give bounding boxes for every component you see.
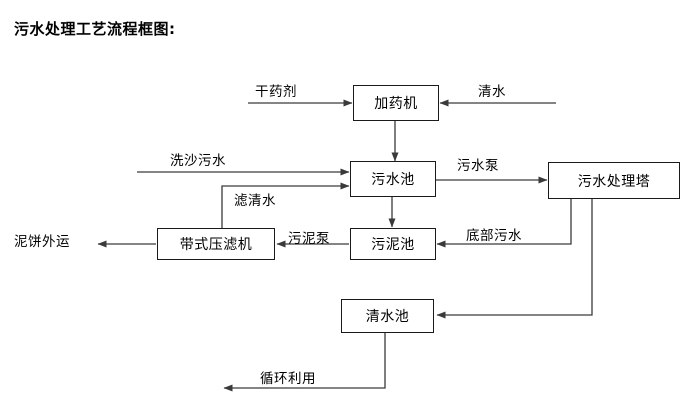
edge-tower-to-clean-water-pool bbox=[436, 199, 593, 319]
node-sludge-pool-label: 污泥池 bbox=[371, 237, 415, 253]
node-belt-filter-press-label: 带式压滤机 bbox=[179, 237, 253, 253]
edge-filtrate-to-sewage-pool bbox=[221, 182, 350, 228]
edge-clean-water-recycle bbox=[223, 333, 386, 392]
label-sewage-pump: 污水泵 bbox=[457, 158, 499, 174]
label-filtrate-clear-water: 滤清水 bbox=[234, 193, 276, 209]
node-dosing-machine[interactable]: 加药机 bbox=[353, 85, 439, 121]
label-mud-cake-outward: 泥饼外运 bbox=[14, 234, 70, 250]
node-sewage-treatment-tower[interactable]: 污水处理塔 bbox=[548, 162, 680, 199]
label-sand-washing-sewage: 洗沙污水 bbox=[170, 153, 226, 169]
node-dosing-machine-label: 加药机 bbox=[374, 96, 418, 112]
node-sewage-treatment-tower-label: 污水处理塔 bbox=[577, 173, 651, 190]
node-sewage-pool[interactable]: 污水池 bbox=[350, 161, 436, 197]
label-clean-water-in: 清水 bbox=[478, 84, 506, 100]
node-clean-water-pool[interactable]: 清水池 bbox=[341, 299, 434, 333]
edge-bottom-sewage-to-sludge-pool bbox=[436, 199, 572, 248]
label-bottom-sewage: 底部污水 bbox=[466, 228, 522, 244]
label-recycle-use: 循环利用 bbox=[260, 371, 316, 387]
label-dry-agent: 干药剂 bbox=[255, 84, 297, 100]
label-sludge-pump: 污泥泵 bbox=[288, 231, 330, 247]
node-belt-filter-press[interactable]: 带式压滤机 bbox=[157, 228, 275, 260]
node-clean-water-pool-label: 清水池 bbox=[365, 309, 410, 325]
page-title: 污水处理工艺流程框图: bbox=[14, 20, 176, 38]
node-sewage-pool-label: 污水池 bbox=[371, 172, 415, 188]
node-sludge-pool[interactable]: 污泥池 bbox=[350, 228, 436, 260]
